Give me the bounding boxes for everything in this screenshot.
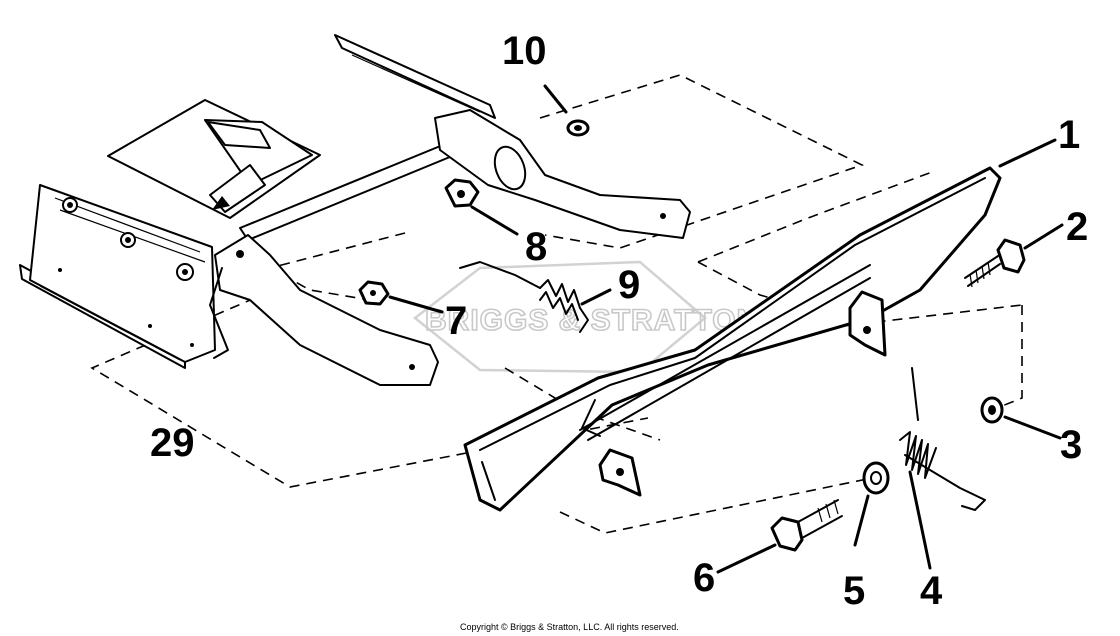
callout-2: 2	[1066, 205, 1088, 249]
callout-numbers: 1 2 3 4 5 6 7 8 9 10 29	[150, 29, 1088, 613]
callout-8: 8	[525, 225, 547, 269]
watermark-text: BRIGGS & STRATTON	[425, 304, 759, 337]
watermark-logo: BRIGGS & STRATTON	[412, 260, 759, 374]
part-6-bolt	[770, 499, 843, 552]
callout-1: 1	[1058, 113, 1080, 157]
part-5-flat-washer	[862, 461, 890, 495]
callout-4: 4	[920, 569, 943, 613]
copyright-notice: Copyright © Briggs & Stratton, LLC. All …	[460, 622, 679, 632]
callout-6: 6	[693, 556, 715, 600]
leader-lines	[388, 84, 1064, 574]
part-9-spring	[459, 261, 589, 333]
lower-lift-arm	[209, 234, 439, 386]
part-8-hex-nut	[444, 178, 480, 208]
callout-10: 10	[502, 29, 547, 73]
part-2-bolt	[964, 238, 1026, 288]
tractor-frame	[19, 34, 496, 369]
part-1-bracket	[463, 166, 1002, 512]
part-10-washer	[566, 119, 590, 137]
part-4-spring	[899, 367, 986, 511]
callout-3: 3	[1060, 423, 1082, 467]
part-3-washer	[980, 396, 1004, 424]
upper-lift-arm	[434, 109, 691, 239]
part-7-hex-nut	[358, 280, 390, 306]
callout-29: 29	[150, 421, 195, 465]
callout-9: 9	[618, 263, 640, 307]
callout-7: 7	[445, 299, 467, 343]
callout-5: 5	[843, 569, 865, 613]
